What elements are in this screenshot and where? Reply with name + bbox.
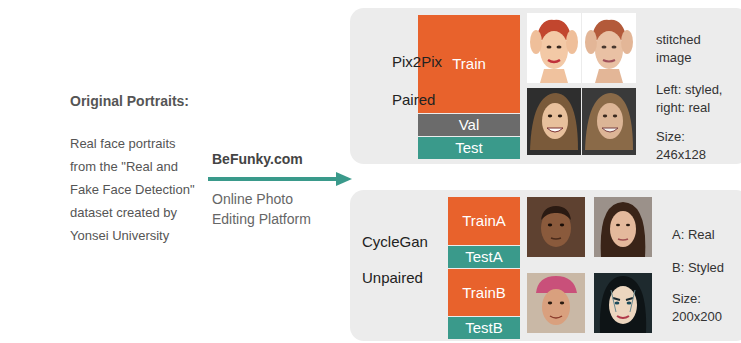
split-bar: TestA bbox=[448, 246, 520, 268]
split-label: Test bbox=[455, 139, 483, 157]
note-text: Size: 246x128 bbox=[656, 128, 732, 164]
text-slot: Unpaired bbox=[362, 269, 446, 287]
portrait-photo bbox=[582, 13, 636, 83]
portrait-photo bbox=[582, 88, 636, 155]
note-text: Size: 200x200 bbox=[672, 290, 734, 326]
note-text: stitched image bbox=[656, 31, 732, 67]
tool-description: Online Photo Editing Platform bbox=[212, 189, 337, 229]
split-bar: Val bbox=[418, 114, 520, 136]
portrait-photo bbox=[527, 88, 581, 155]
section-heading: Original Portraits: bbox=[70, 92, 230, 110]
text-slot: A: Real bbox=[672, 226, 734, 244]
split-label: Train bbox=[452, 55, 486, 73]
text-slot: Real face portraits from the "Real and F… bbox=[70, 132, 198, 247]
text-slot: B: Styled bbox=[672, 259, 734, 277]
text-slot: stitched image bbox=[656, 31, 732, 67]
split-label: TestB bbox=[465, 319, 503, 337]
tool-name: BeFunky.com bbox=[212, 150, 342, 168]
note-text: Left: styled, right: real bbox=[656, 81, 732, 117]
text-slot: Left: styled, right: real bbox=[656, 81, 732, 117]
text-slot: Online Photo Editing Platform bbox=[212, 189, 337, 229]
model-mode: Unpaired bbox=[362, 269, 446, 287]
model-name: CycleGan bbox=[362, 233, 446, 251]
portrait-photo bbox=[594, 273, 652, 333]
text-slot: CycleGan bbox=[362, 233, 446, 251]
portrait-photo bbox=[527, 273, 585, 333]
portrait-photo bbox=[594, 197, 652, 257]
split-bar: TrainB bbox=[448, 269, 520, 316]
description-text: Real face portraits from the "Real and F… bbox=[70, 132, 198, 247]
text-slot: Size: 246x128 bbox=[656, 128, 732, 164]
arrow-head bbox=[336, 172, 352, 186]
split-label: Val bbox=[459, 116, 480, 134]
split-label: TestA bbox=[465, 248, 503, 266]
text-slot: Original Portraits: bbox=[70, 92, 230, 110]
model-mode: Paired bbox=[392, 91, 482, 109]
split-label: TrainB bbox=[462, 284, 506, 302]
text-slot: Paired bbox=[392, 91, 482, 109]
split-bar: TrainA bbox=[448, 197, 520, 245]
note-text: A: Real bbox=[672, 226, 734, 244]
text-slot: Size: 200x200 bbox=[672, 290, 734, 326]
process-arrow bbox=[208, 177, 338, 181]
portrait-photo bbox=[527, 197, 585, 257]
split-label: TrainA bbox=[462, 212, 506, 230]
note-text: B: Styled bbox=[672, 259, 734, 277]
split-bar: TestB bbox=[448, 317, 520, 339]
split-bar: Test bbox=[418, 137, 520, 159]
portrait-photo bbox=[527, 13, 581, 83]
text-slot: BeFunky.com bbox=[212, 150, 342, 168]
